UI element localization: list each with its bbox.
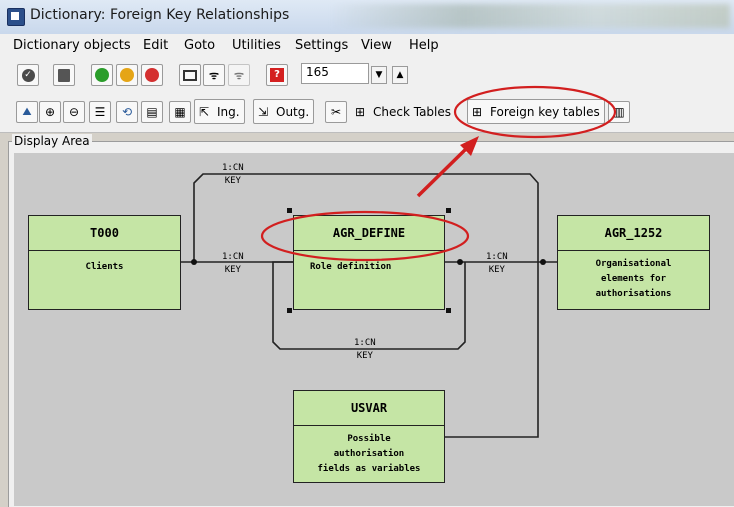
table-name: AGR_1252: [558, 216, 709, 251]
relation-label-left: 1:CN KEY: [222, 251, 244, 277]
chevron-down-icon: ▼: [375, 70, 383, 80]
outgoing-button[interactable]: ⇲ Outg.: [253, 99, 315, 124]
scissors-icon: ✂: [330, 105, 342, 119]
find-next-button[interactable]: ᯤ: [228, 64, 250, 86]
menu-settings[interactable]: Settings: [295, 38, 349, 53]
print-button[interactable]: [179, 64, 201, 86]
save-button[interactable]: [53, 64, 75, 86]
tree-icon: ⛰: [22, 105, 32, 118]
outgoing-label: Outg.: [276, 104, 310, 119]
zoom-out-icon: ⊖: [68, 105, 80, 119]
foreign-key-tables-label: Foreign key tables: [490, 104, 600, 119]
grid-button[interactable]: ▥: [608, 101, 630, 123]
chevron-up-icon: ▲: [396, 70, 404, 80]
relation-cardinality: 1:CN: [222, 163, 244, 173]
table-name: USVAR: [294, 391, 444, 426]
back-icon: [95, 68, 109, 82]
save-icon: [58, 68, 70, 82]
enter-button[interactable]: ✓: [17, 64, 39, 86]
table-description-line-2: elements for: [600, 274, 667, 284]
cursor-in-icon: ⇱: [199, 104, 210, 119]
table-button[interactable]: ▤: [141, 101, 163, 123]
menu-edit[interactable]: Edit: [143, 38, 169, 53]
binoculars-icon: ᯤ: [208, 68, 220, 82]
zoom-in-icon: ⊕: [44, 105, 56, 119]
grid-icon: ▥: [613, 105, 625, 119]
details-button[interactable]: ▦: [169, 101, 191, 123]
table-box-t000[interactable]: T000 Clients: [28, 215, 181, 310]
exit-icon: [120, 68, 134, 82]
relation-type: KEY: [356, 351, 373, 361]
back-button[interactable]: [91, 64, 113, 86]
foreign-key-tables-button[interactable]: ⊞ Foreign key tables: [467, 99, 605, 124]
relation-label-right: 1:CN KEY: [486, 251, 508, 277]
app-icon: [7, 8, 25, 26]
list-button[interactable]: ☰: [89, 101, 111, 123]
menu-utilities[interactable]: Utilities: [232, 38, 281, 53]
relation-label-top: 1:CN KEY: [222, 162, 244, 188]
tables-icon: ⊞: [472, 104, 483, 119]
table-description-line-3: fields as variables: [317, 464, 421, 474]
cut-button[interactable]: ✂: [325, 101, 347, 123]
check-tables-button[interactable]: ⊞ Check Tables: [350, 99, 456, 124]
table-box-agr-1252[interactable]: AGR_1252 Organisational elements for aut…: [557, 215, 710, 310]
relation-cardinality: 1:CN: [222, 252, 244, 262]
tables-icon: ⊞: [355, 104, 366, 119]
relation-cardinality: 1:CN: [486, 252, 508, 262]
zoom-out-button[interactable]: ⊖: [63, 101, 85, 123]
table-description-line-1: Possible: [347, 434, 391, 444]
command-up-button[interactable]: ▲: [392, 66, 408, 84]
menu-view[interactable]: View: [361, 38, 392, 53]
cursor-out-icon: ⇲: [258, 104, 269, 119]
list-icon: ☰: [94, 105, 106, 119]
binoculars-plus-icon: ᯤ: [233, 68, 245, 82]
help-icon: ?: [270, 68, 284, 82]
table-description-line-3: authorisations: [595, 289, 672, 299]
table-name: AGR_DEFINE: [294, 216, 444, 251]
relation-type: KEY: [224, 265, 241, 275]
relation-cardinality: 1:CN: [354, 338, 376, 348]
command-field[interactable]: 165: [301, 63, 369, 84]
refresh-icon: ⟲: [121, 105, 133, 119]
menu-help[interactable]: Help: [409, 38, 439, 53]
relation-type: KEY: [224, 176, 241, 186]
relation-label-bottom: 1:CN KEY: [354, 337, 376, 363]
title-bar: Dictionary: Foreign Key Relationships: [0, 0, 734, 34]
incoming-button[interactable]: ⇱ Ing.: [194, 99, 245, 124]
document-icon: ▦: [174, 105, 186, 119]
table-description: Role definition: [310, 262, 392, 272]
refresh-button[interactable]: ⟲: [116, 101, 138, 123]
cancel-icon: [145, 68, 159, 82]
relation-type: KEY: [488, 265, 505, 275]
menu-dictionary-objects[interactable]: Dictionary objects: [13, 38, 131, 53]
table-box-usvar[interactable]: USVAR Possible authorisation fields as v…: [293, 390, 445, 483]
table-description-line-2: authorisation: [333, 449, 405, 459]
display-area-label: Display Area: [12, 134, 92, 148]
blurred-background: [330, 4, 730, 28]
exit-button[interactable]: [116, 64, 138, 86]
menu-goto[interactable]: Goto: [184, 38, 216, 53]
incoming-label: Ing.: [217, 104, 240, 119]
table-name: T000: [29, 216, 180, 251]
zoom-in-button[interactable]: ⊕: [39, 101, 61, 123]
check-tables-label: Check Tables: [373, 104, 452, 119]
table-icon: ▤: [146, 105, 158, 119]
table-description-line-1: Organisational: [595, 259, 672, 269]
command-dropdown-button[interactable]: ▼: [371, 66, 387, 84]
table-description: Clients: [85, 262, 124, 272]
window-title: Dictionary: Foreign Key Relationships: [30, 7, 290, 23]
checkmark-icon: ✓: [21, 68, 35, 82]
find-button[interactable]: ᯤ: [203, 64, 225, 86]
help-button[interactable]: ?: [266, 64, 288, 86]
table-box-agr-define[interactable]: AGR_DEFINE Role definition: [293, 215, 445, 310]
cancel-button[interactable]: [141, 64, 163, 86]
hierarchy-button[interactable]: ⛰: [16, 101, 38, 123]
printer-icon: [183, 69, 197, 81]
menu-bar: Dictionary objects Edit Goto Utilities S…: [0, 34, 734, 59]
